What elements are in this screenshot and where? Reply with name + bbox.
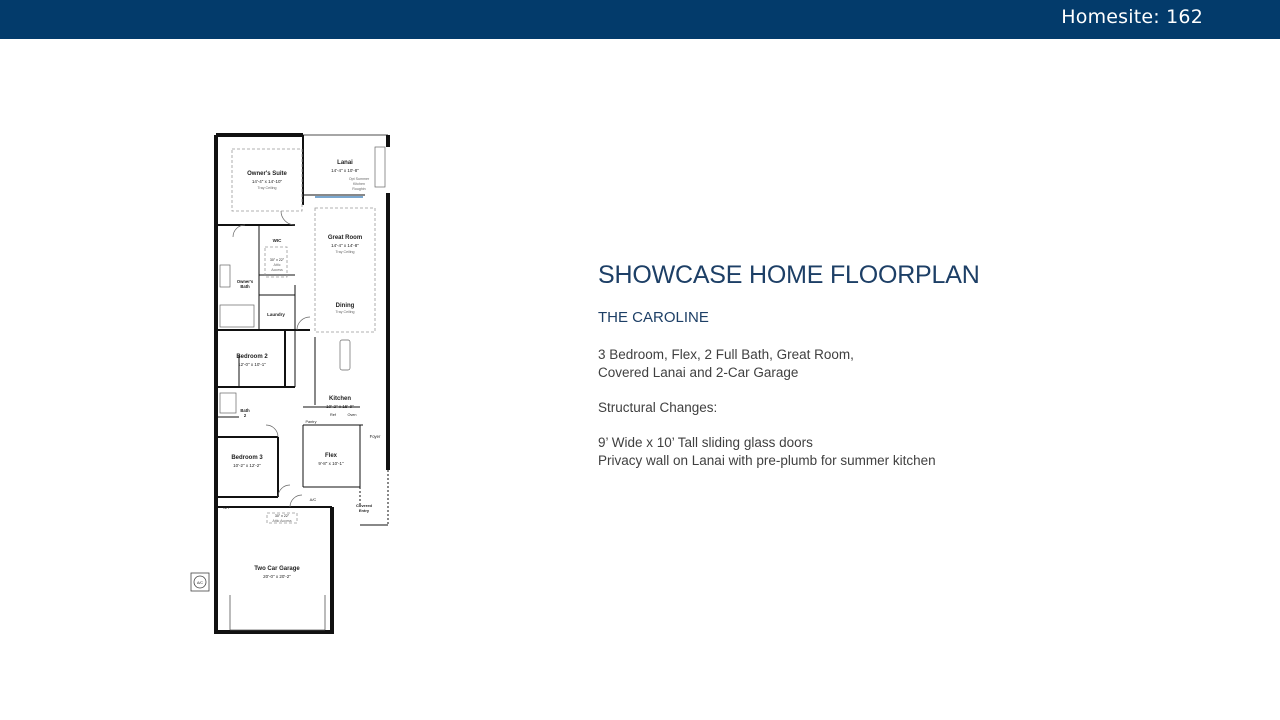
fixtures: [219, 146, 386, 508]
header-bar: Homesite: 162: [0, 0, 1280, 39]
pantry-label: Pantry: [306, 420, 317, 424]
ac-label: A/C: [310, 497, 317, 502]
kitchen-dim: 10'-2" x 15'-9": [326, 404, 354, 409]
flex-dim: 9'-8" x 10'-1": [318, 461, 344, 466]
attic2-label: 30" x 22": [275, 514, 290, 518]
garage-dim: 20'-0" x 20'-2": [263, 574, 291, 579]
exterior-walls: [214, 133, 390, 634]
structural-heading: Structural Changes:: [598, 400, 718, 415]
foyer-label: Foyer: [370, 434, 381, 439]
structural-change-1: 9’ Wide x 10’ Tall sliding glass doors: [598, 435, 813, 450]
ref-label: Ref: [330, 413, 337, 417]
owners-suite-dim: 14'-4" x 14'-10": [252, 179, 283, 184]
attic-label: 30" x 22": [270, 258, 285, 262]
lanai-note3: Roughin: [352, 187, 365, 191]
laundry-label: Laundry: [267, 312, 285, 317]
kitchen-label: Kitchen: [329, 396, 351, 402]
owners-bath-label2: Bath: [240, 284, 250, 289]
covered-entry-label: Covered: [356, 503, 373, 508]
bath2-label: Bath: [240, 408, 250, 413]
floorplan-svg: Owner's Suite 14'-4" x 14'-10" Tray Ceil…: [190, 133, 390, 634]
features-line-1: 3 Bedroom, Flex, 2 Full Bath, Great Room…: [598, 347, 854, 362]
great-room-note: Tray Ceiling: [335, 250, 354, 254]
garage-door: [229, 595, 326, 631]
owners-suite-note: Tray Ceiling: [257, 186, 276, 190]
interior-walls: [216, 134, 389, 526]
dining-note: Tray Ceiling: [335, 310, 354, 314]
oven-label: Oven: [347, 413, 356, 417]
garage-label: Two Car Garage: [254, 566, 300, 572]
great-room-label: Great Room: [328, 235, 362, 241]
structural-change-2: Privacy wall on Lanai with pre-plumb for…: [598, 453, 936, 468]
attic2-note: Attic Access: [272, 519, 292, 523]
attic-note2: Access: [271, 268, 283, 272]
bath2-num: 2: [244, 413, 247, 418]
page-title: SHOWCASE HOME FLOORPLAN: [598, 261, 980, 289]
outside-ac-label: A/C: [197, 581, 203, 585]
features-line-2: Covered Lanai and 2-Car Garage: [598, 365, 799, 380]
lanai-dim: 14'-4" x 10'-8": [331, 168, 359, 173]
flex-label: Flex: [325, 453, 338, 459]
owners-bath-label: Owner's: [237, 279, 254, 284]
attic-note: Attic: [274, 263, 281, 267]
bedroom3-dim: 10'-2" x 12'-2": [233, 463, 261, 468]
bedroom2-dim: 12'-0" x 10'-1": [238, 362, 266, 367]
great-room-dim: 14'-4" x 14'-8": [331, 243, 359, 248]
bedroom2-label: Bedroom 2: [236, 354, 268, 360]
wic-label: WIC: [273, 238, 282, 243]
lanai-note2: Kitchen: [353, 182, 365, 186]
lanai-note1: Opt Summer: [349, 177, 370, 181]
model-name: THE CAROLINE: [598, 309, 709, 326]
floorplan-info: SHOWCASE HOME FLOORPLAN THE CAROLINE 3 B…: [598, 258, 1238, 470]
wh-label: WH: [223, 506, 229, 510]
covered-entry-label2: Entry: [359, 508, 370, 513]
lanai-label: Lanai: [337, 160, 353, 166]
tray-ceilings: [231, 148, 376, 524]
bedroom3-label: Bedroom 3: [231, 455, 263, 461]
outside-ac-box: [190, 572, 210, 592]
homesite-label: Homesite: 162: [1061, 6, 1203, 28]
owners-suite-label: Owner's Suite: [247, 171, 287, 177]
dining-label: Dining: [336, 303, 355, 309]
floorplan-drawing: Owner's Suite 14'-4" x 14'-10" Tray Ceil…: [185, 125, 400, 640]
